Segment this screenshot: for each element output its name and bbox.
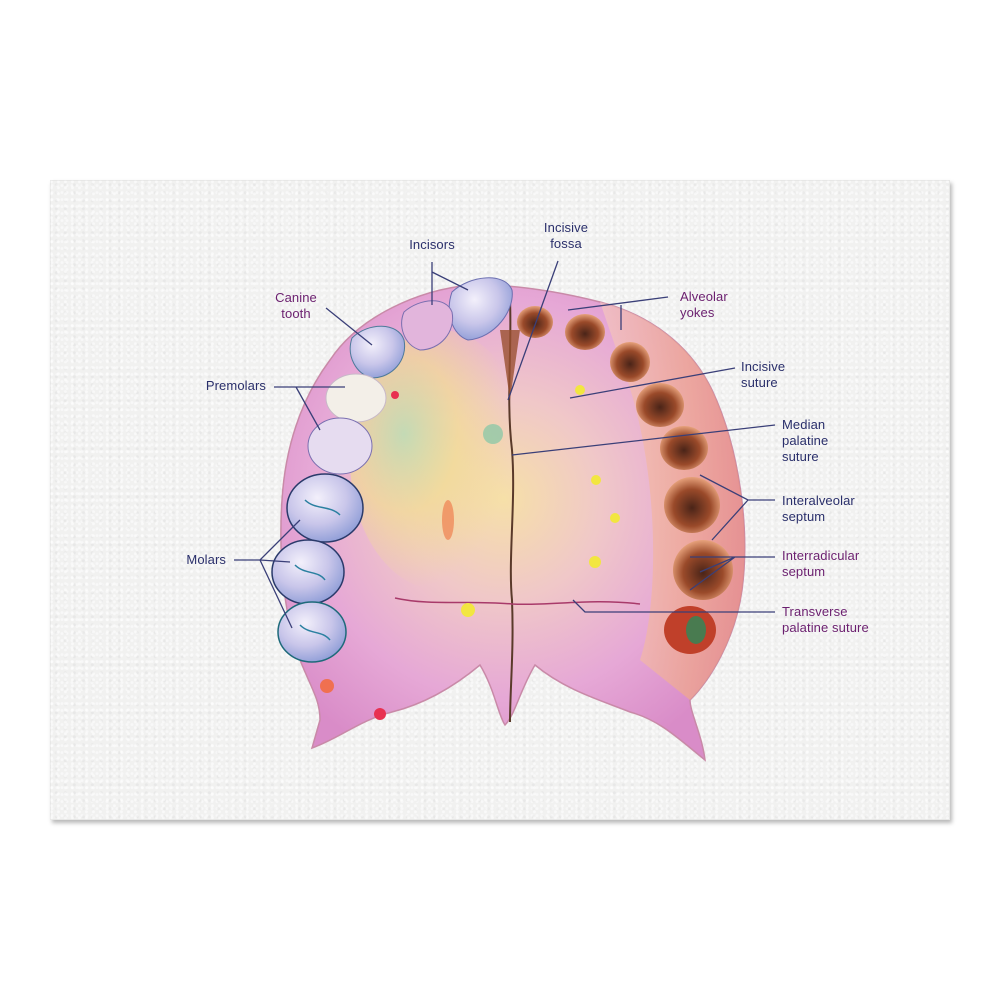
label-premolars: Premolars bbox=[205, 378, 266, 393]
label-incisive-suture: Incisive suture bbox=[741, 359, 786, 390]
label-canine-tooth: Canine tooth bbox=[275, 290, 317, 321]
label-interradicular-septum: Interradicular septum bbox=[782, 548, 860, 579]
left-teeth bbox=[271, 277, 513, 663]
paint-splatter bbox=[320, 385, 620, 720]
premolar-2 bbox=[307, 417, 373, 475]
leader-lines bbox=[234, 260, 776, 629]
transverse-palatine-suture-line bbox=[394, 597, 641, 606]
label-median-palatine-suture: Median palatine suture bbox=[782, 417, 829, 464]
incisor-lateral bbox=[401, 300, 454, 351]
label-molars: Molars bbox=[186, 552, 226, 567]
incisor-central bbox=[448, 277, 513, 341]
label-interalveolar-septum: Interalveolar septum bbox=[782, 493, 855, 524]
right-alveolar-sockets bbox=[517, 306, 733, 654]
label-transverse-palatine-suture: Transverse palatine suture bbox=[782, 604, 869, 635]
label-alveolar-yokes: Alveolar yokes bbox=[680, 289, 728, 320]
label-incisive-fossa: Incisive fossa bbox=[543, 220, 589, 251]
label-incisors: Incisors bbox=[409, 237, 455, 252]
premolar-1 bbox=[325, 373, 387, 423]
